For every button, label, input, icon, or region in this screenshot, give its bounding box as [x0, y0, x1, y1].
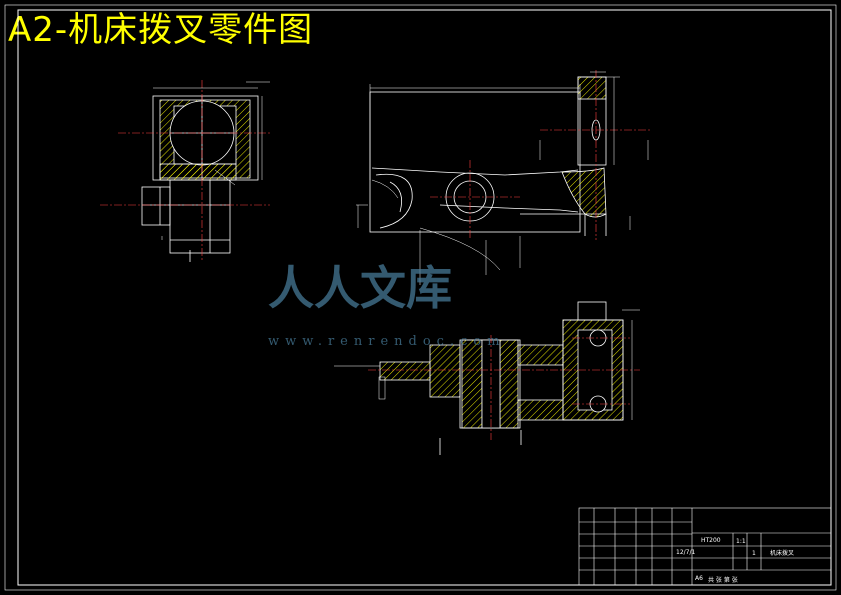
- watermark-logo-text: 人人文库: [268, 261, 452, 315]
- title-block-quantity: 1: [752, 550, 756, 557]
- outer-frame: [4, 4, 837, 591]
- view-left-centerlines: [100, 80, 270, 262]
- view-bottom-centerlines: [368, 337, 640, 405]
- view-left-dimensions: [153, 81, 270, 240]
- title-block-sheet-note: 共 张 第 张: [708, 577, 738, 584]
- title-block: [578, 507, 832, 586]
- view-bottom-dimensions: [334, 309, 640, 420]
- title-block-sheet: A6: [695, 575, 703, 582]
- inner-frame: [17, 9, 832, 586]
- view-left-section: [141, 95, 259, 262]
- title-block-material: HT200: [701, 537, 721, 544]
- title-block-part-name: 机床拨叉: [770, 550, 795, 557]
- page-title: A2-机床拨叉零件图: [8, 10, 314, 50]
- view-front: [369, 76, 607, 236]
- watermark-url: www.renrendoc.com: [268, 334, 506, 349]
- title-block-date: 12/7/1: [676, 549, 696, 556]
- view-bottom: [379, 301, 624, 455]
- title-block-scale: 1:1: [736, 538, 746, 545]
- view-front-centerlines: [430, 70, 650, 240]
- view-front-dimensions: [356, 71, 649, 285]
